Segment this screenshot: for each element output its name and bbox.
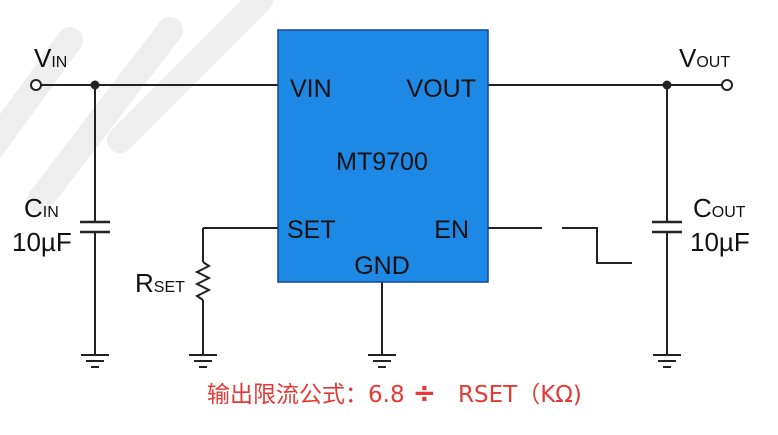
cin-label-main: C: [24, 193, 43, 223]
junction-dot-vout: [662, 80, 672, 90]
pin-label-vout: VOUT: [407, 75, 476, 103]
note-suffix: RSET（KΩ): [458, 382, 582, 408]
junction-dot-vin: [90, 80, 100, 90]
pin-label-set: SET: [287, 216, 336, 244]
vin-label-main: V: [34, 43, 52, 73]
ground-symbol-rset: [189, 354, 217, 368]
cout-value: 10µF: [690, 227, 750, 257]
vout-label-sub: OUT: [696, 54, 730, 71]
cin-label-sub: IN: [43, 204, 59, 221]
cin-label: CIN: [24, 193, 59, 223]
rset-label-main: R: [135, 268, 154, 298]
vout-label-main: V: [679, 43, 697, 73]
ground-symbol-cout: [653, 354, 681, 368]
note-divide-sign: ÷: [413, 376, 436, 409]
vin-label-sub: IN: [51, 54, 67, 71]
cout-label-main: C: [693, 193, 712, 223]
wires: [40, 84, 722, 355]
vout-label: VOUT: [679, 43, 730, 73]
pin-label-gnd: GND: [354, 252, 410, 280]
chip-name: MT9700: [336, 148, 428, 176]
rset-label-sub: SET: [154, 279, 185, 296]
rset-resistor: [194, 261, 212, 301]
vin-label: VIN: [34, 43, 67, 73]
pin-label-en: EN: [434, 216, 469, 244]
cout-capacitor: [652, 220, 682, 234]
pin-label-vin: VIN: [290, 75, 332, 103]
vout-terminal: [721, 79, 733, 91]
ground-symbol-cin: [81, 354, 109, 368]
watermark: [0, 0, 273, 213]
vin-terminal: [30, 79, 42, 91]
ground-symbol-chip: [368, 354, 396, 368]
note-prefix: 输出限流公式：6.8: [207, 382, 405, 408]
cin-capacitor: [80, 220, 110, 234]
cout-label-sub: OUT: [712, 204, 746, 221]
chip-body: [277, 29, 489, 283]
rset-label: RSET: [135, 268, 185, 298]
current-limit-note: 输出限流公式：6.8 ÷ RSET（KΩ): [207, 376, 582, 409]
cin-value: 10µF: [12, 227, 72, 257]
cout-label: COUT: [693, 193, 746, 223]
